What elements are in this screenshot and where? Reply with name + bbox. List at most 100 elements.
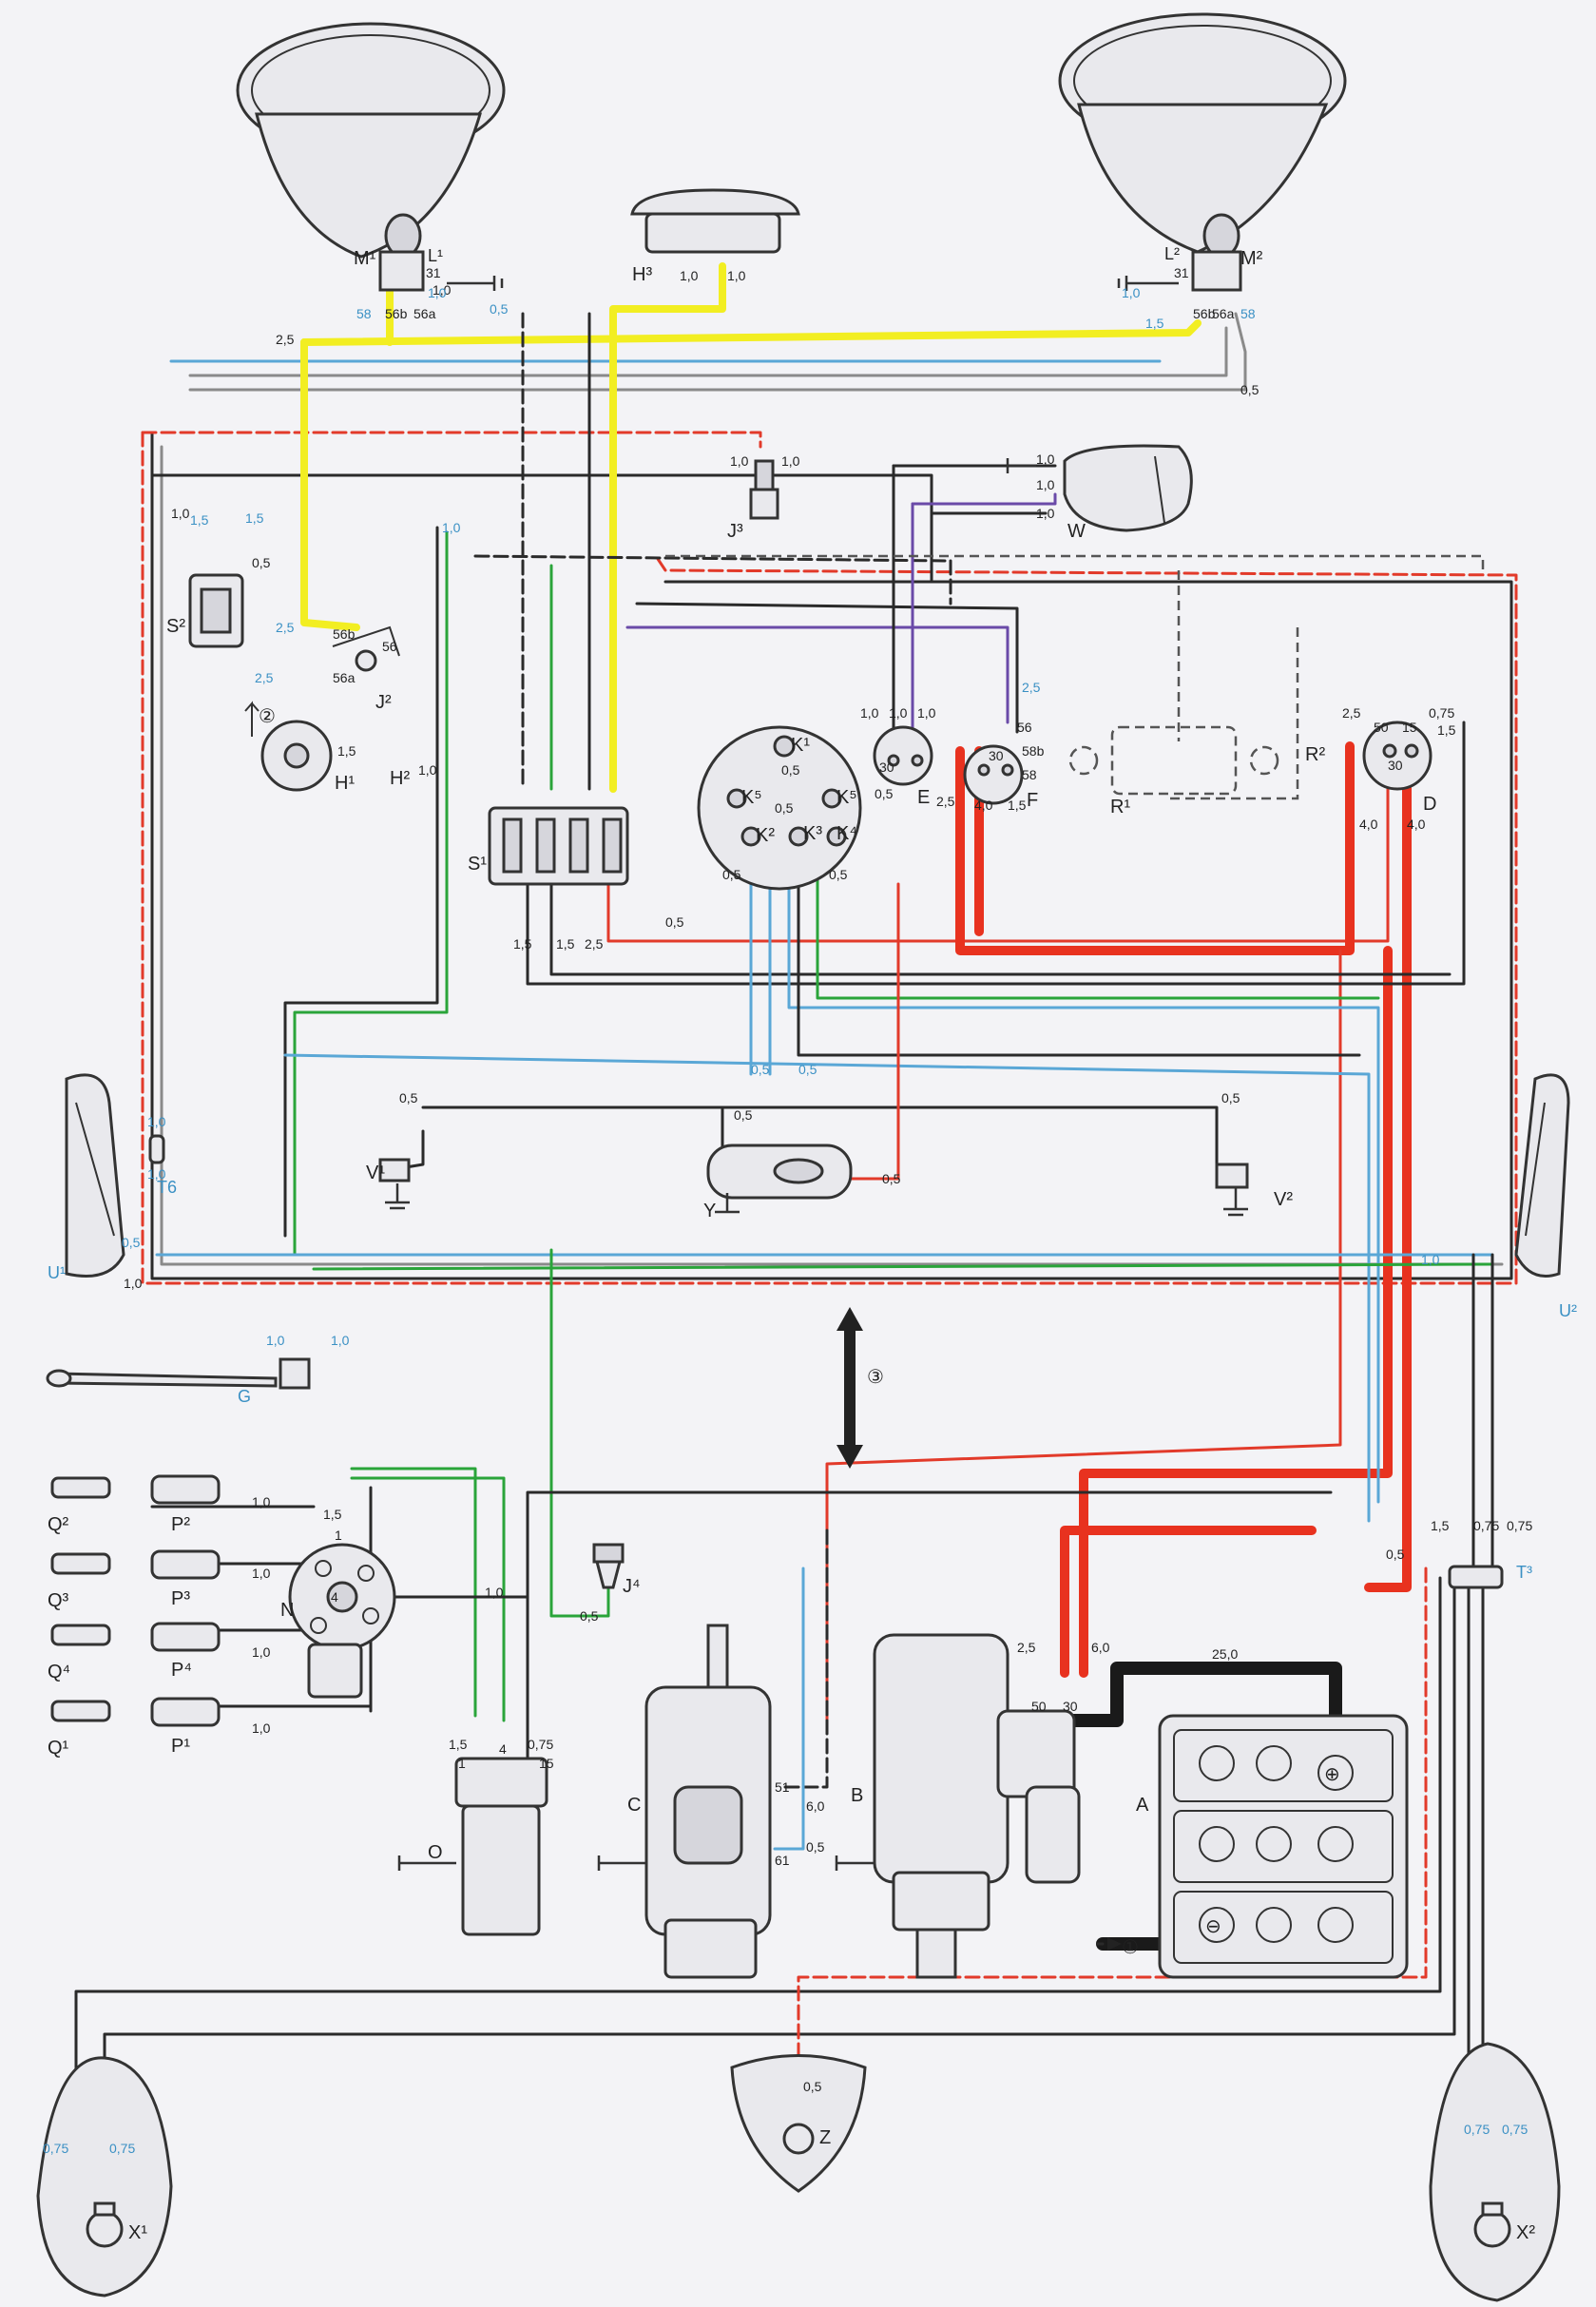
- terminal-56-j2: 56: [382, 639, 397, 654]
- ws-k4-05: 0,5: [829, 867, 848, 882]
- green-mid: [816, 854, 1380, 1000]
- terminal-50-d: 50: [1374, 720, 1389, 735]
- ws-h3-10a: 1,0: [680, 268, 699, 283]
- label-r1: R¹: [1110, 797, 1130, 817]
- upper-grey-wire-2: [188, 312, 1247, 392]
- main-harness-red: [141, 431, 1518, 1285]
- battery-a: [1158, 1714, 1409, 1979]
- gen-d-plus: [782, 1528, 829, 1789]
- speedometer-k: [697, 725, 862, 891]
- ws-10-mid: 1,0: [442, 520, 461, 535]
- ws-u1-10: 1,0: [124, 1276, 143, 1291]
- oil-switch-j3: [749, 459, 779, 520]
- label-s2: S²: [166, 616, 185, 637]
- ws-s2-10: 1,0: [171, 506, 190, 521]
- ws-u1-05: 0,5: [122, 1235, 141, 1250]
- label-a: A: [1136, 1795, 1149, 1816]
- label-k5a: K⁵: [741, 787, 762, 808]
- thick-red-starter: [1079, 946, 1393, 1678]
- ws-l2-15: 1,5: [1145, 316, 1164, 331]
- yellow-horn-wire: [609, 262, 726, 793]
- ws-j2-25b: 2,5: [255, 670, 274, 685]
- ign-red-wire: [606, 754, 1390, 943]
- label-b: B: [851, 1785, 863, 1806]
- ws-f-15: 1,5: [1008, 798, 1027, 813]
- ws-g-10b: 1,0: [331, 1333, 350, 1348]
- ws-b-25: 2,5: [1017, 1640, 1036, 1655]
- ws-f-40: 4,0: [974, 798, 993, 813]
- distributor-n: [288, 1543, 396, 1699]
- ws-v1-05: 0,5: [399, 1090, 418, 1105]
- yellow-headlight-wire: [300, 319, 1202, 346]
- turn-signal-u1: [65, 1073, 125, 1278]
- connector-t6: [148, 1134, 165, 1164]
- horn-button-h1: [244, 701, 333, 792]
- label-p2: P²: [171, 1514, 190, 1535]
- lower-green-run: [312, 1262, 1494, 1271]
- rear-lamp-x2: [1429, 2042, 1561, 2302]
- label-v2: V²: [1274, 1189, 1293, 1210]
- ws-x1-075a: 0,75: [43, 2141, 68, 2156]
- main-harness-grey: [160, 445, 1504, 1266]
- ws-bat-250: 25,0: [1212, 1646, 1238, 1662]
- ws-s1-25: 2,5: [585, 936, 604, 952]
- ignition-coil-o: [397, 1757, 548, 1936]
- ws-w-10c: 1,0: [1036, 506, 1055, 521]
- gen-df: [773, 1567, 805, 1851]
- marker-3-arrow: [836, 1307, 863, 1469]
- left-black-drop: [283, 526, 439, 1238]
- terminal-58-right: 58: [1240, 306, 1256, 321]
- ws-j3-10b: 1,0: [781, 453, 800, 469]
- label-x2: X²: [1516, 2222, 1535, 2243]
- ws-x1-075b: 0,75: [109, 2141, 135, 2156]
- terminal-56b-right: 56b: [1193, 306, 1216, 321]
- ws-l1-10b: 1,0: [428, 285, 447, 300]
- label-t6: T6: [157, 1178, 177, 1197]
- dimmer-switch-j2: [332, 625, 400, 672]
- main-harness-black: [150, 431, 1513, 1280]
- ws-x2-075a: 0,75: [1464, 2122, 1490, 2137]
- ws-k1-05: 0,5: [781, 762, 800, 778]
- indicator-switch-g: [46, 1357, 311, 1390]
- label-q4: Q⁴: [48, 1662, 70, 1682]
- dashed-top-run: [665, 554, 1485, 570]
- fuse-box-s1: [488, 806, 629, 886]
- terminal-56b-j2: 56b: [333, 626, 356, 642]
- v-bar: [421, 1105, 1219, 1171]
- terminal-50-b: 50: [1031, 1699, 1047, 1714]
- label-k2: K²: [756, 825, 775, 846]
- left-green-drop: [293, 530, 449, 1257]
- switch-v1: [378, 1158, 411, 1210]
- plug-cap-p3: [150, 1549, 221, 1580]
- ws-h3-10b: 1,0: [727, 268, 746, 283]
- label-h2: H²: [390, 768, 410, 789]
- label-f: F: [1027, 790, 1038, 811]
- terminal-56a-right: 56a: [1212, 306, 1235, 321]
- ws-l1-10: 1,0: [433, 282, 452, 298]
- lamp-y: [706, 1144, 853, 1214]
- label-w: W: [1067, 521, 1086, 542]
- label-y: Y: [703, 1201, 716, 1221]
- label-u2: U²: [1559, 1301, 1577, 1320]
- label-j3: J³: [727, 521, 743, 542]
- terminal-58b-f: 58b: [1022, 743, 1045, 759]
- ws-y-red-05: 0,5: [882, 1171, 901, 1186]
- terminal-31-left: 31: [426, 265, 441, 280]
- starter-b: [835, 1633, 1081, 1979]
- ws-v2-05: 0,5: [1221, 1090, 1240, 1105]
- ignition-switch-d: [1362, 721, 1433, 791]
- ws-f-25: 2,5: [1022, 680, 1041, 695]
- label-t3: T³: [1516, 1563, 1532, 1582]
- label-p4: P⁴: [171, 1660, 192, 1681]
- ign-black-wire-2: [549, 882, 1452, 976]
- label-d: D: [1423, 794, 1436, 815]
- turn-signal-u2: [1514, 1073, 1570, 1278]
- terminal-30-b: 30: [1063, 1699, 1078, 1714]
- ws-z-05: 0,5: [803, 2079, 822, 2094]
- starter-red: [1060, 1526, 1317, 1678]
- battery-minus: ⊖: [1205, 1916, 1221, 1937]
- label-q3: Q³: [48, 1590, 69, 1611]
- terminal-31-right: 31: [1174, 265, 1189, 280]
- coil-black: [526, 1490, 1333, 1760]
